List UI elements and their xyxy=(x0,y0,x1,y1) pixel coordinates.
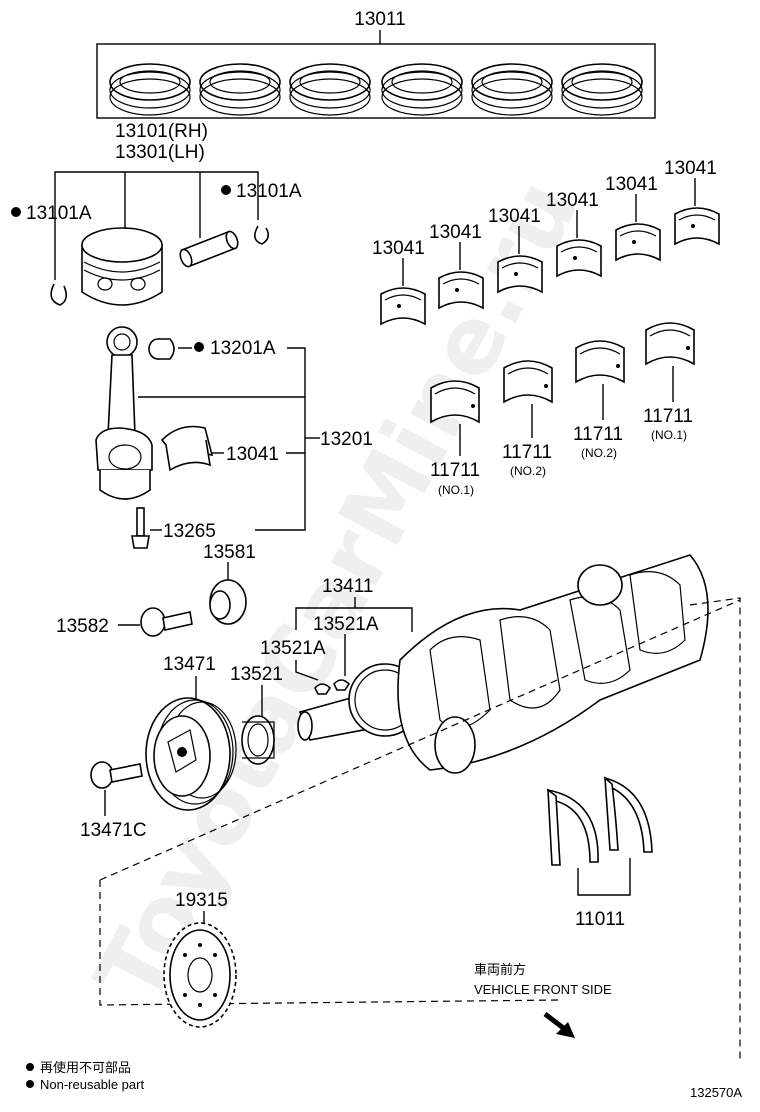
upper-bearing-shell[interactable] xyxy=(615,223,661,262)
label-13301-lh[interactable]: 13301(LH) xyxy=(115,142,205,163)
label-13265[interactable]: 13265 xyxy=(163,521,216,542)
figure-code: 132570A xyxy=(690,1085,742,1100)
upper-bearing-shell[interactable] xyxy=(380,287,426,326)
label-13041-4[interactable]: 13041 xyxy=(546,190,599,211)
upper-bearing-shell[interactable] xyxy=(674,207,720,246)
main-bearings-lower: 11711 (NO.1) 11711 (NO.2) 11711 (NO.2) 1… xyxy=(430,322,695,497)
damper-pulley[interactable] xyxy=(145,697,237,811)
vehicle-front-indicator: 車両前方 VEHICLE FRONT SIDE xyxy=(474,962,612,1038)
note-no2-b: (NO.2) xyxy=(581,446,617,460)
label-13041-5[interactable]: 13041 xyxy=(605,174,658,195)
label-13101-rh[interactable]: 13101(RH) xyxy=(115,121,208,142)
label-13101a-left[interactable]: 13101A xyxy=(26,203,92,224)
piston-ring-set: 13011 xyxy=(96,9,656,119)
label-13471[interactable]: 13471 xyxy=(163,654,216,675)
lower-bearing-shell[interactable] xyxy=(430,380,480,424)
upper-bearing-shell[interactable] xyxy=(438,271,484,310)
snap-ring-right[interactable] xyxy=(254,225,270,245)
label-11711-4[interactable]: 11711 xyxy=(643,406,693,427)
nonreusable-dot-icon xyxy=(26,1063,34,1071)
lower-bearing-shell[interactable] xyxy=(645,322,695,366)
note-no1-b: (NO.1) xyxy=(651,428,687,442)
piston[interactable] xyxy=(81,227,163,306)
label-13582[interactable]: 13582 xyxy=(56,616,109,637)
thrust-washer[interactable] xyxy=(546,788,599,866)
label-13041-6[interactable]: 13041 xyxy=(664,158,717,179)
main-bearings-upper: 13041 13041 13041 13041 13041 13041 xyxy=(372,158,720,326)
label-13011[interactable]: 13011 xyxy=(354,9,405,30)
conrod-bushing[interactable] xyxy=(148,338,175,360)
pulley-fasteners: 13581 13582 xyxy=(56,542,256,637)
nonreusable-dot-icon xyxy=(194,342,204,352)
legend-jp: 再使用不可部品 xyxy=(40,1060,131,1075)
woodruff-key[interactable] xyxy=(314,683,332,695)
upper-bearing-shell[interactable] xyxy=(497,255,543,294)
lower-bearing-shell[interactable] xyxy=(503,360,553,404)
direction-label-en: VEHICLE FRONT SIDE xyxy=(474,982,612,997)
ring-group xyxy=(109,63,643,116)
label-13041-1[interactable]: 13041 xyxy=(372,238,425,259)
label-13041-2[interactable]: 13041 xyxy=(429,222,482,243)
timing-gear[interactable] xyxy=(241,715,275,765)
nonreusable-dot-icon xyxy=(26,1080,34,1088)
nonreusable-dot-icon xyxy=(11,207,21,217)
label-13471c[interactable]: 13471C xyxy=(80,820,147,841)
label-13521[interactable]: 13521 xyxy=(230,664,283,685)
piston-pin[interactable] xyxy=(178,230,240,268)
nonreusable-dot-icon xyxy=(221,185,231,195)
crankshaft-group: 13411 13521A 13521A xyxy=(99,554,741,1060)
conrod-bearing[interactable] xyxy=(160,425,214,472)
label-11711-1[interactable]: 11711 xyxy=(430,460,480,481)
label-11711-3[interactable]: 11711 xyxy=(573,424,623,445)
pulley-washer[interactable] xyxy=(209,579,247,625)
note-no1-a: (NO.1) xyxy=(438,483,474,497)
thrust-washer-group: 11011 xyxy=(546,776,653,930)
conrod-group: 13201A 13201 13041 13265 xyxy=(95,326,373,549)
conrod-bolt[interactable] xyxy=(131,507,150,549)
upper-bearing-shell[interactable] xyxy=(556,239,602,278)
label-13521a-2[interactable]: 13521A xyxy=(260,638,326,659)
label-11011[interactable]: 11011 xyxy=(575,909,625,930)
label-13101a-right[interactable]: 13101A xyxy=(236,181,302,202)
note-no2-a: (NO.2) xyxy=(510,464,546,478)
legend-en: Non-reusable part xyxy=(40,1077,144,1092)
pulley-bolt-2[interactable] xyxy=(90,761,143,789)
connecting-rod[interactable] xyxy=(95,326,153,500)
label-13521a-1[interactable]: 13521A xyxy=(313,614,379,635)
label-19315[interactable]: 19315 xyxy=(175,890,228,911)
label-11711-2[interactable]: 11711 xyxy=(502,442,552,463)
label-13041-3[interactable]: 13041 xyxy=(488,206,541,227)
label-13201[interactable]: 13201 xyxy=(320,429,373,450)
label-13411[interactable]: 13411 xyxy=(322,576,373,597)
arrow-down-right-icon xyxy=(543,1012,575,1038)
snap-ring-left[interactable] xyxy=(50,283,68,306)
thrust-washer[interactable] xyxy=(603,776,653,853)
legend: 再使用不可部品 Non-reusable part xyxy=(26,1060,144,1092)
label-13201a[interactable]: 13201A xyxy=(210,338,276,359)
woodruff-key[interactable] xyxy=(333,679,351,691)
label-13041-conrod[interactable]: 13041 xyxy=(226,444,279,465)
piston-group: 13101(RH) 13301(LH) 13101A 13101A xyxy=(11,121,302,306)
lower-bearing-shell[interactable] xyxy=(575,340,625,384)
drive-plate[interactable] xyxy=(163,922,237,1028)
label-13581[interactable]: 13581 xyxy=(203,542,256,563)
pulley-bolt[interactable] xyxy=(140,607,193,637)
direction-label-jp: 車両前方 xyxy=(474,962,526,977)
drive-plate-group: 19315 xyxy=(163,890,237,1028)
damper-pulley-group: 13471 13521 13471C xyxy=(80,654,283,841)
